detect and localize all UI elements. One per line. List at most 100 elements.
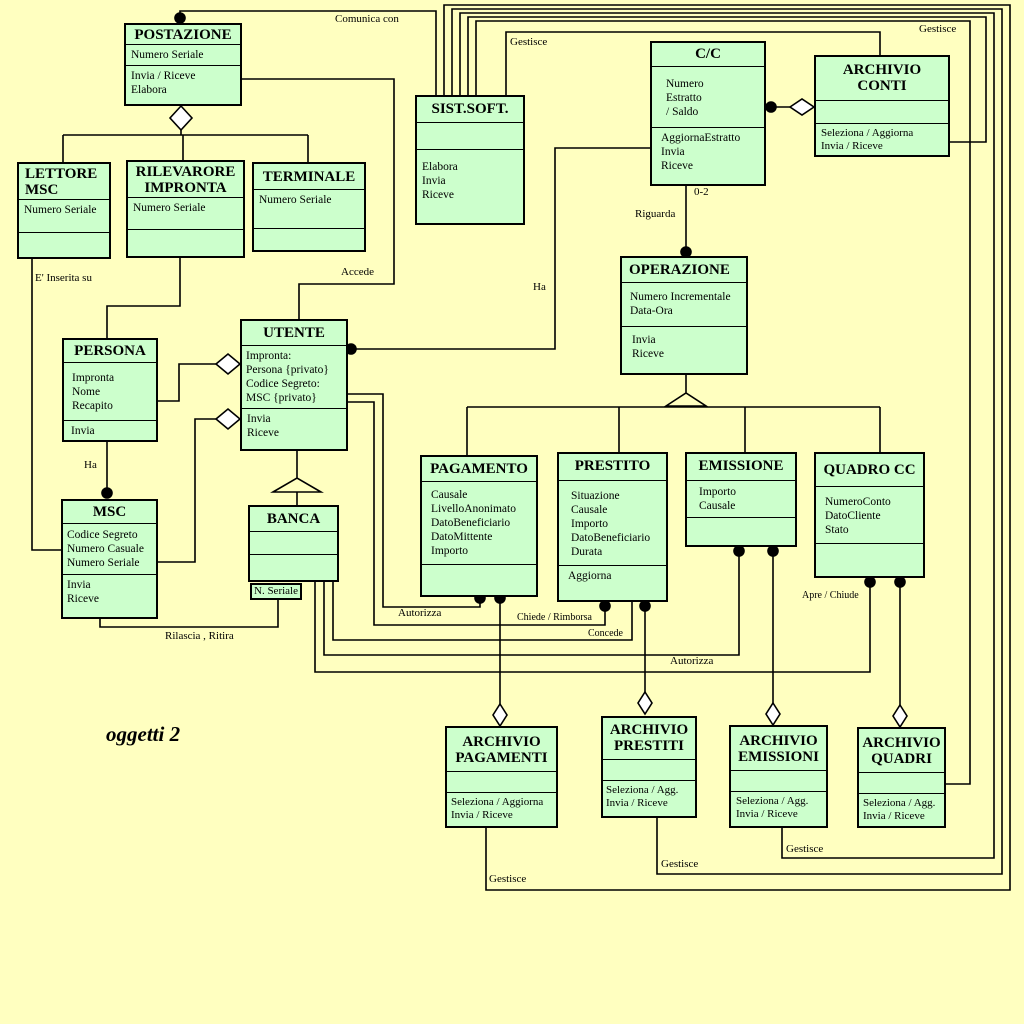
class-name: C/C — [652, 43, 764, 67]
class-name: POSTAZIONE — [126, 25, 240, 45]
class-name: SIST.SOFT. — [417, 97, 523, 123]
class-name: QUADRO CC — [816, 454, 923, 487]
operations — [687, 518, 795, 524]
attributes — [859, 773, 944, 794]
label-apre-chiude: Apre / Chiude — [802, 590, 859, 601]
attributes — [447, 772, 556, 793]
diamond-msc-utente — [214, 407, 242, 431]
diamond-persona-utente — [214, 352, 242, 376]
label-inserita-su: E' Inserita su — [35, 272, 92, 284]
class-name: PRESTITO — [559, 454, 666, 481]
operations — [19, 233, 109, 239]
class-name: UTENTE — [242, 321, 346, 346]
operations: Aggiorna — [568, 570, 612, 582]
label-chiede-rimborsa: Chiede / Rimborsa — [517, 612, 592, 623]
label-gestisce-emi: Gestisce — [786, 843, 824, 855]
generalization-utente-banca — [270, 451, 324, 505]
label-ha-persona: Ha — [84, 459, 97, 471]
attributes: Numero Seriale — [254, 190, 364, 229]
class-postazione[interactable]: POSTAZIONE Numero Seriale Invia / Riceve… — [124, 23, 242, 106]
class-utente[interactable]: UTENTE Impronta:Persona {privato}Codice … — [240, 319, 348, 451]
class-name: BANCA — [250, 507, 337, 532]
aggregation-msc-utente — [158, 418, 216, 563]
class-name: TERMINALE — [254, 164, 364, 190]
attributes: Numero Seriale — [126, 45, 240, 66]
generalization-operazione — [466, 375, 881, 455]
operations — [250, 555, 337, 561]
dot-msc — [101, 487, 113, 499]
operations: Seleziona / Agg.Invia / Riceve — [736, 795, 809, 820]
attributes: Impronta:Persona {privato}Codice Segreto… — [242, 346, 346, 409]
diamond-conti — [788, 98, 816, 116]
operations — [816, 544, 923, 550]
label-gestisce-pag: Gestisce — [489, 873, 527, 885]
class-name: EMISSIONE — [687, 454, 795, 481]
label-autorizza-pag: Autorizza — [398, 607, 442, 619]
operations — [422, 565, 536, 571]
class-terminale[interactable]: TERMINALE Numero Seriale — [252, 162, 366, 252]
label-gestisce-right: Gestisce — [919, 23, 957, 35]
association-chiede-rimborsa — [347, 401, 606, 626]
operations: Seleziona / Agg.Invia / Riceve — [863, 797, 936, 822]
label-gestisce-top: Gestisce — [510, 36, 548, 48]
association-rilevatore-persona — [106, 257, 181, 339]
class-name: PAGAMENTO — [422, 457, 536, 482]
attributes: Numero Seriale — [19, 200, 109, 233]
label-comunica-con: Comunica con — [335, 13, 399, 25]
diagram-title: oggetti 2 — [106, 722, 181, 746]
label-multiplicity: 0-2 — [694, 186, 709, 198]
association-gestisce-conti — [505, 31, 881, 95]
label-riguarda: Riguarda — [635, 208, 676, 220]
label-gestisce-pre: Gestisce — [661, 858, 699, 870]
attributes — [250, 532, 337, 555]
attributes: Numero Seriale — [128, 198, 243, 230]
gestisce-bus — [443, 4, 1011, 891]
label-autorizza-em: Autorizza — [670, 655, 714, 667]
dot-cc — [765, 101, 777, 113]
generalization-postazione — [62, 104, 309, 162]
operations — [254, 229, 364, 235]
label-rilascia-ritira: Rilascia , Ritira — [165, 630, 234, 642]
attributes — [603, 760, 695, 781]
aggregation-dot-postazione — [174, 12, 186, 24]
attributes — [417, 123, 523, 150]
operations — [128, 230, 243, 236]
label-concede: Concede — [588, 628, 623, 639]
association-autorizza-pag — [347, 393, 481, 608]
class-banca[interactable]: BANCA — [248, 505, 339, 582]
class-name: OPERAZIONE — [622, 258, 746, 283]
attributes — [731, 771, 826, 792]
association-inserita-su — [31, 259, 62, 551]
association-rilascia-ritira — [99, 599, 279, 628]
qualifier-n-seriale: N. Seriale — [250, 583, 302, 600]
